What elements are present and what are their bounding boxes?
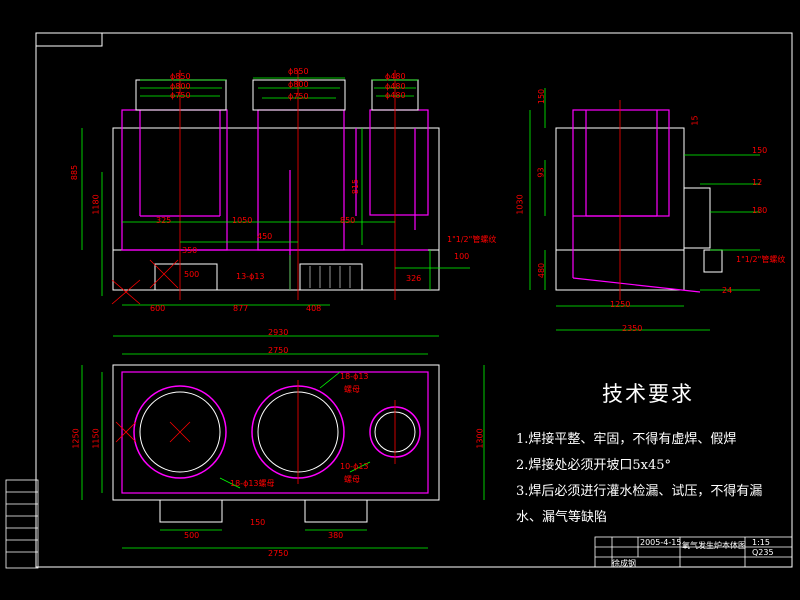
dim-100: 100 xyxy=(454,252,470,261)
title-block-scale: 1:15 xyxy=(752,538,770,547)
side-dim-93: 93 xyxy=(536,167,546,178)
flange-dim-left-1: ϕ850 xyxy=(170,72,191,81)
side-view xyxy=(529,88,760,331)
dim-885: 885 xyxy=(70,164,80,181)
title-block xyxy=(5,479,793,569)
plan-dim-150: 150 xyxy=(250,518,266,527)
hole-label-3: 10-ϕ13 xyxy=(340,462,369,471)
flange-dim-right-1: ϕ480 xyxy=(385,72,406,81)
drawing-border xyxy=(35,32,793,568)
dim-450: 450 xyxy=(257,232,273,241)
plan-dim-1150: 1150 xyxy=(91,428,101,449)
side-dim-1250: 1250 xyxy=(610,300,631,309)
plan-dim-1250: 1250 xyxy=(71,428,81,449)
dim-325: 325 xyxy=(156,216,172,225)
hole-label-1: 18-ϕ13 xyxy=(340,372,369,381)
title-block-material: Q235 xyxy=(752,548,774,557)
side-dim-2350: 2350 xyxy=(622,324,643,333)
flange-dim-left-2: ϕ800 xyxy=(170,82,191,91)
side-dim-480: 480 xyxy=(537,262,547,279)
pipe-thread-note-side: 1"1/2"管螺纹 xyxy=(736,255,786,264)
note-item-2: 2.焊接处必须开坡口5x45° xyxy=(516,458,672,473)
dim-500: 500 xyxy=(184,270,200,279)
dim-1180: 1180 xyxy=(91,194,101,215)
notes-title: 技术要求 xyxy=(602,382,694,406)
dim-877: 877 xyxy=(233,304,249,313)
plan-dim-2930: 2930 xyxy=(268,328,289,337)
burner-hole-left xyxy=(133,385,227,479)
side-dim-150b: 150 xyxy=(752,146,768,155)
dim-13-holes: 13-ϕ13 xyxy=(236,272,265,281)
note-item-1: 1.焊接平整、牢固，不得有虚焊、假焊 xyxy=(516,432,737,447)
hole-label-4: 螺母 xyxy=(344,475,360,484)
dim-1050: 1050 xyxy=(232,216,253,225)
side-dim-15: 15 xyxy=(690,115,700,126)
plan-dim-380: 380 xyxy=(328,531,344,540)
side-dim-150a: 150 xyxy=(537,88,547,105)
title-block-name: 氧气发生炉本体图 xyxy=(682,541,746,550)
flange-dim-mid-3: ϕ750 xyxy=(288,92,309,101)
pipe-thread-note-front: 1"1/2"管螺纹 xyxy=(447,235,497,244)
dim-600: 600 xyxy=(150,304,166,313)
note-item-4: 水、漏气等缺陷 xyxy=(516,510,608,525)
plan-dim-2750-bottom: 2750 xyxy=(268,549,289,558)
plan-dim-500: 500 xyxy=(184,531,200,540)
flange-dim-right-3: ϕ480 xyxy=(385,91,406,100)
side-dim-180: 180 xyxy=(752,206,768,215)
hole-label-5: 18-ϕ13螺母 xyxy=(230,479,275,488)
hole-label-2: 螺母 xyxy=(344,385,360,394)
flange-dim-left-3: ϕ750 xyxy=(170,91,191,100)
title-block-designer: 徐成钢 xyxy=(612,559,636,568)
side-dim-1030: 1030 xyxy=(515,194,525,215)
side-dim-24: 24 xyxy=(722,286,733,295)
dim-408: 408 xyxy=(306,304,322,313)
dim-350: 350 xyxy=(182,246,198,255)
side-dim-12: 12 xyxy=(752,178,763,187)
plan-view xyxy=(81,335,485,549)
dim-815: 815 xyxy=(351,178,361,195)
flange-dim-mid-1: ϕ850 xyxy=(288,67,309,76)
dim-326: 326 xyxy=(406,274,422,283)
plan-dim-2750: 2750 xyxy=(268,346,289,355)
note-item-3: 3.焊后必须进行灌水检漏、试压，不得有漏 xyxy=(516,484,763,499)
plan-dim-1300: 1300 xyxy=(475,428,485,449)
front-view xyxy=(81,70,470,306)
corner-box xyxy=(35,32,103,47)
flange-dim-mid-2: ϕ800 xyxy=(288,80,309,89)
title-block-date: 2005-4-15 xyxy=(640,538,682,547)
dim-850: 850 xyxy=(340,216,356,225)
flange-dim-right-2: ϕ480 xyxy=(385,82,406,91)
